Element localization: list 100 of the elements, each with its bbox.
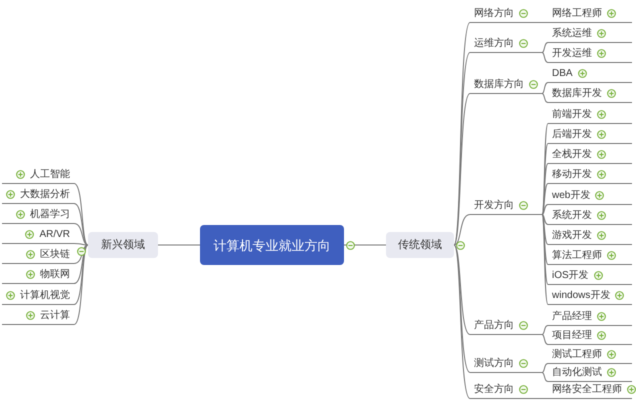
subtopic: [2, 226, 74, 244]
branch-topic: [470, 76, 542, 94]
connector-line: [542, 372, 548, 382]
topic-text: 物联网: [40, 270, 70, 280]
connector-line: [542, 214, 548, 265]
topic-text: 数据库方向: [474, 80, 524, 90]
subtopic: [548, 6, 632, 22]
topic-text: 开发运维: [552, 48, 592, 58]
connector-line: [542, 325, 548, 335]
subtopic: [548, 106, 632, 124]
connector-line: [542, 82, 548, 94]
topic-text: web开发: [552, 190, 590, 200]
connector-line: [542, 334, 548, 345]
topic-text: 产品方向: [474, 320, 514, 330]
connector-line: [74, 243, 88, 246]
connector-line: [542, 398, 548, 399]
topic-text: 传统领域: [398, 240, 442, 250]
topic-text: 系统开发: [552, 210, 592, 220]
connector-line: [542, 42, 548, 53]
subtopic: [548, 328, 632, 344]
subtopic: [2, 186, 74, 204]
main-topic: [88, 232, 158, 258]
connector-line: [542, 214, 548, 245]
topic-text: 后端开发: [552, 130, 592, 140]
connector-line: [74, 244, 88, 305]
connector-line: [74, 244, 88, 325]
branch-topic: [470, 318, 542, 334]
topic-text: 前端开发: [552, 110, 592, 120]
connector-line: [74, 244, 88, 284]
subtopic: [548, 346, 632, 364]
connector-line: [542, 204, 548, 215]
topic-text: 新兴领域: [101, 240, 145, 250]
subtopic: [548, 26, 632, 42]
subtopic: [2, 166, 74, 184]
topic-text: 测试工程师: [552, 350, 602, 360]
topic-text: 机器学习: [30, 210, 70, 220]
connector-line: [74, 183, 88, 246]
subtopic: [548, 308, 632, 326]
connector-line: [454, 244, 470, 335]
connector-line: [74, 244, 88, 264]
subtopic: [2, 288, 74, 304]
subtopic: [548, 268, 632, 284]
subtopic: [548, 208, 632, 224]
topic-text: AR/VR: [39, 230, 70, 240]
subtopic: [2, 246, 74, 264]
topic-text: 全栈开发: [552, 150, 592, 160]
topic-text: DBA: [552, 68, 573, 78]
branch-topic: [470, 382, 542, 398]
subtopic: [548, 364, 632, 382]
connector-line: [542, 214, 548, 285]
subtopic: [548, 228, 632, 244]
connector-line: [542, 363, 548, 373]
topic-text: 网络工程师: [552, 8, 602, 18]
topic-text: 计算机专业就业方向: [214, 238, 330, 252]
connector-line: [74, 223, 88, 246]
topic-text: 运维方向: [474, 38, 514, 48]
subtopic: [548, 166, 632, 184]
connector-line: [158, 244, 200, 246]
topic-text: 网络安全工程师: [552, 384, 622, 394]
subtopic: [548, 188, 632, 204]
subtopic: [548, 146, 632, 164]
connector-line: [542, 93, 548, 103]
topic-text: iOS开发: [552, 270, 589, 280]
connector-line: [542, 183, 548, 215]
central-topic: [200, 225, 344, 265]
main-topic: [386, 232, 454, 258]
connector-line: [454, 244, 470, 373]
connector-line: [542, 214, 548, 305]
subtopic: [548, 126, 632, 144]
connector-line: [454, 214, 470, 246]
connector-line: [542, 22, 548, 23]
branch-topic: [470, 6, 542, 22]
topic-text: 计算机视觉: [20, 290, 70, 300]
subtopic: [548, 288, 632, 304]
connector-line: [542, 214, 548, 225]
topic-text: 算法工程师: [552, 250, 602, 260]
connector-line: [542, 123, 548, 215]
topic-text: 游戏开发: [552, 230, 592, 240]
connector-line: [454, 93, 470, 246]
topic-text: 数据库开发: [552, 88, 602, 98]
topic-text: 区块链: [40, 250, 70, 260]
branch-topic: [470, 36, 542, 52]
topic-text: 产品经理: [552, 312, 592, 322]
topic-text: 移动开发: [552, 170, 592, 180]
branch-topic: [470, 198, 542, 214]
topic-text: 开发方向: [474, 200, 514, 210]
topic-text: 自动化测试: [552, 368, 602, 378]
topic-text: 网络方向: [474, 8, 514, 18]
connector-line: [542, 163, 548, 215]
topic-text: 安全方向: [474, 384, 514, 394]
subtopic: [548, 86, 632, 102]
connector-line: [74, 203, 88, 246]
topic-text: windows开发: [552, 290, 610, 300]
connector-line: [344, 244, 386, 246]
topic-text: 大数据分析: [20, 190, 70, 200]
subtopic: [2, 266, 74, 284]
subtopic: [548, 248, 632, 264]
topic-text: 云计算: [40, 310, 70, 320]
connector-line: [454, 244, 470, 399]
connector-line: [542, 52, 548, 63]
